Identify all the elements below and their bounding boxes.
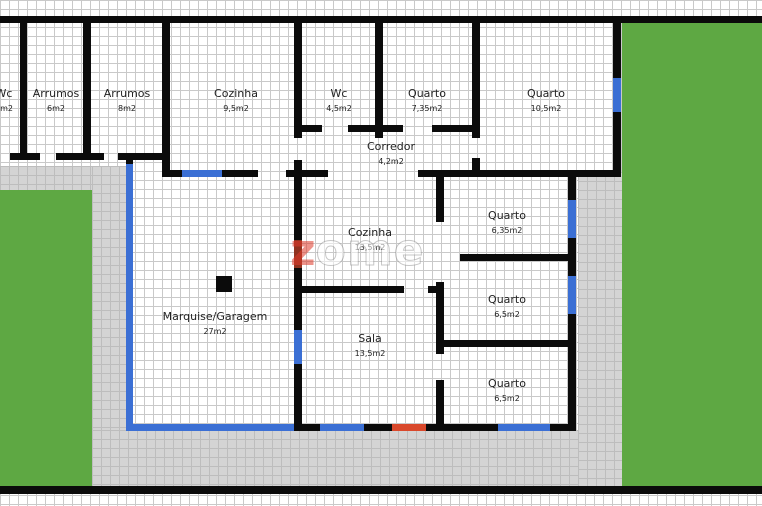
window-quarto2: [613, 78, 621, 112]
window-quarto5-bottom: [498, 424, 550, 431]
room-label-arrumos-1: Arrumos 6m2: [32, 87, 80, 113]
wall-v-2: [83, 22, 91, 160]
wall-h-corridor-4: [418, 170, 621, 177]
wall-quarto4-bottom: [444, 340, 576, 347]
room-label-corredor: Corredor 4,2m2: [366, 140, 416, 166]
wall-kitchen-left: [294, 160, 302, 430]
wall-h-storage-1: [10, 153, 40, 160]
room-label-cozinha-top: Cozinha 9,5m2: [214, 87, 258, 113]
room-area: 6,5m2: [494, 309, 520, 319]
wall-kitchen-sala: [294, 286, 404, 293]
room-area: 9,5m2: [223, 103, 249, 113]
wall-v-6b: [472, 158, 480, 172]
room-label-quarto-1: Quarto 7,35m2: [408, 87, 446, 113]
wall-h-corridor-1: [162, 170, 182, 177]
room-area: 4,5m2: [326, 103, 352, 113]
room-name: Arrumos: [103, 87, 151, 100]
room-name: Quarto: [488, 293, 526, 306]
room-label-marquise: Marquise/Garagem 27m2: [162, 310, 268, 336]
paving-bottom-band: [92, 430, 622, 486]
wall-h-wc: [294, 125, 322, 132]
wall-h-quarto1-b: [432, 125, 480, 132]
wall-h-storage-2: [56, 153, 104, 160]
wall-h-quarto1: [383, 125, 403, 132]
room-area: 4,2m2: [378, 156, 404, 166]
room-name: Quarto: [488, 377, 526, 390]
wall-h-wc-b: [348, 125, 383, 132]
wall-h-storage-3: [118, 153, 170, 160]
room-area: 6m2: [47, 103, 65, 113]
room-label-cozinha-main: Cozinha 13,5m2: [348, 226, 392, 252]
window-marquise-bottom: [126, 424, 294, 431]
room-area: 13,5m2: [354, 242, 386, 252]
garden-right: [622, 22, 762, 486]
room-area: 8m2: [118, 103, 136, 113]
window-marquise-left: [126, 164, 133, 430]
room-label-quarto-4: Quarto 6,5m2: [488, 293, 526, 319]
door-kitchen-accent: [294, 240, 302, 268]
wall-v-5: [375, 22, 383, 138]
room-name: Marquise/Garagem: [162, 310, 268, 323]
room-name: Quarto: [527, 87, 565, 100]
room-area: 7,35m2: [411, 103, 443, 113]
room-label-quarto-3: Quarto 6,35m2: [488, 209, 526, 235]
room-area: 27m2: [203, 326, 227, 336]
room-area: 6m2: [0, 103, 13, 113]
window-quarto3: [568, 200, 576, 238]
garden-left: [0, 190, 92, 486]
entrance-door: [392, 424, 426, 431]
room-label-wc-top: Wc 4,5m2: [326, 87, 352, 113]
room-name: Wc: [0, 87, 13, 100]
wall-v-3: [162, 22, 170, 172]
wall-v-4: [294, 22, 302, 138]
wall-h-corridor-2: [222, 170, 258, 177]
window-quarto4: [568, 276, 576, 314]
wall-quarto3-bottom: [460, 254, 576, 261]
bottom-wall: [0, 486, 762, 494]
wall-sala-right-mid: [436, 282, 444, 354]
room-name: Arrumos: [32, 87, 80, 100]
room-label-wc-left: Wc 6m2: [0, 87, 13, 113]
garage-pillar: [216, 276, 232, 292]
window-kitchen-left: [294, 330, 302, 364]
window-sala-bottom: [320, 424, 364, 431]
paving-right-column: [578, 172, 622, 486]
room-label-quarto-2: Quarto 10,5m2: [527, 87, 565, 113]
room-label-quarto-5: Quarto 6,5m2: [488, 377, 526, 403]
room-label-sala: Sala 13,5m2: [354, 332, 386, 358]
room-name: Cozinha: [348, 226, 392, 239]
wall-v-1: [20, 22, 27, 160]
room-area: 6,35m2: [491, 225, 523, 235]
top-wall: [0, 16, 762, 23]
wall-h-corridor-3: [286, 170, 328, 177]
wall-v-6: [472, 22, 480, 138]
room-name: Cozinha: [214, 87, 258, 100]
room-area: 10,5m2: [530, 103, 562, 113]
room-name: Wc: [330, 87, 348, 100]
wall-kitchen-sala-b: [428, 286, 444, 293]
room-name: Corredor: [366, 140, 416, 153]
room-name: Quarto: [408, 87, 446, 100]
room-area: 6,5m2: [494, 393, 520, 403]
wall-sala-right-top: [436, 170, 444, 222]
room-name: Sala: [358, 332, 382, 345]
room-area: 13,5m2: [354, 348, 386, 358]
window-corridor: [182, 170, 222, 177]
room-name: Quarto: [488, 209, 526, 222]
room-label-arrumos-2: Arrumos 8m2: [103, 87, 151, 113]
wall-sala-right-bot: [436, 380, 444, 430]
